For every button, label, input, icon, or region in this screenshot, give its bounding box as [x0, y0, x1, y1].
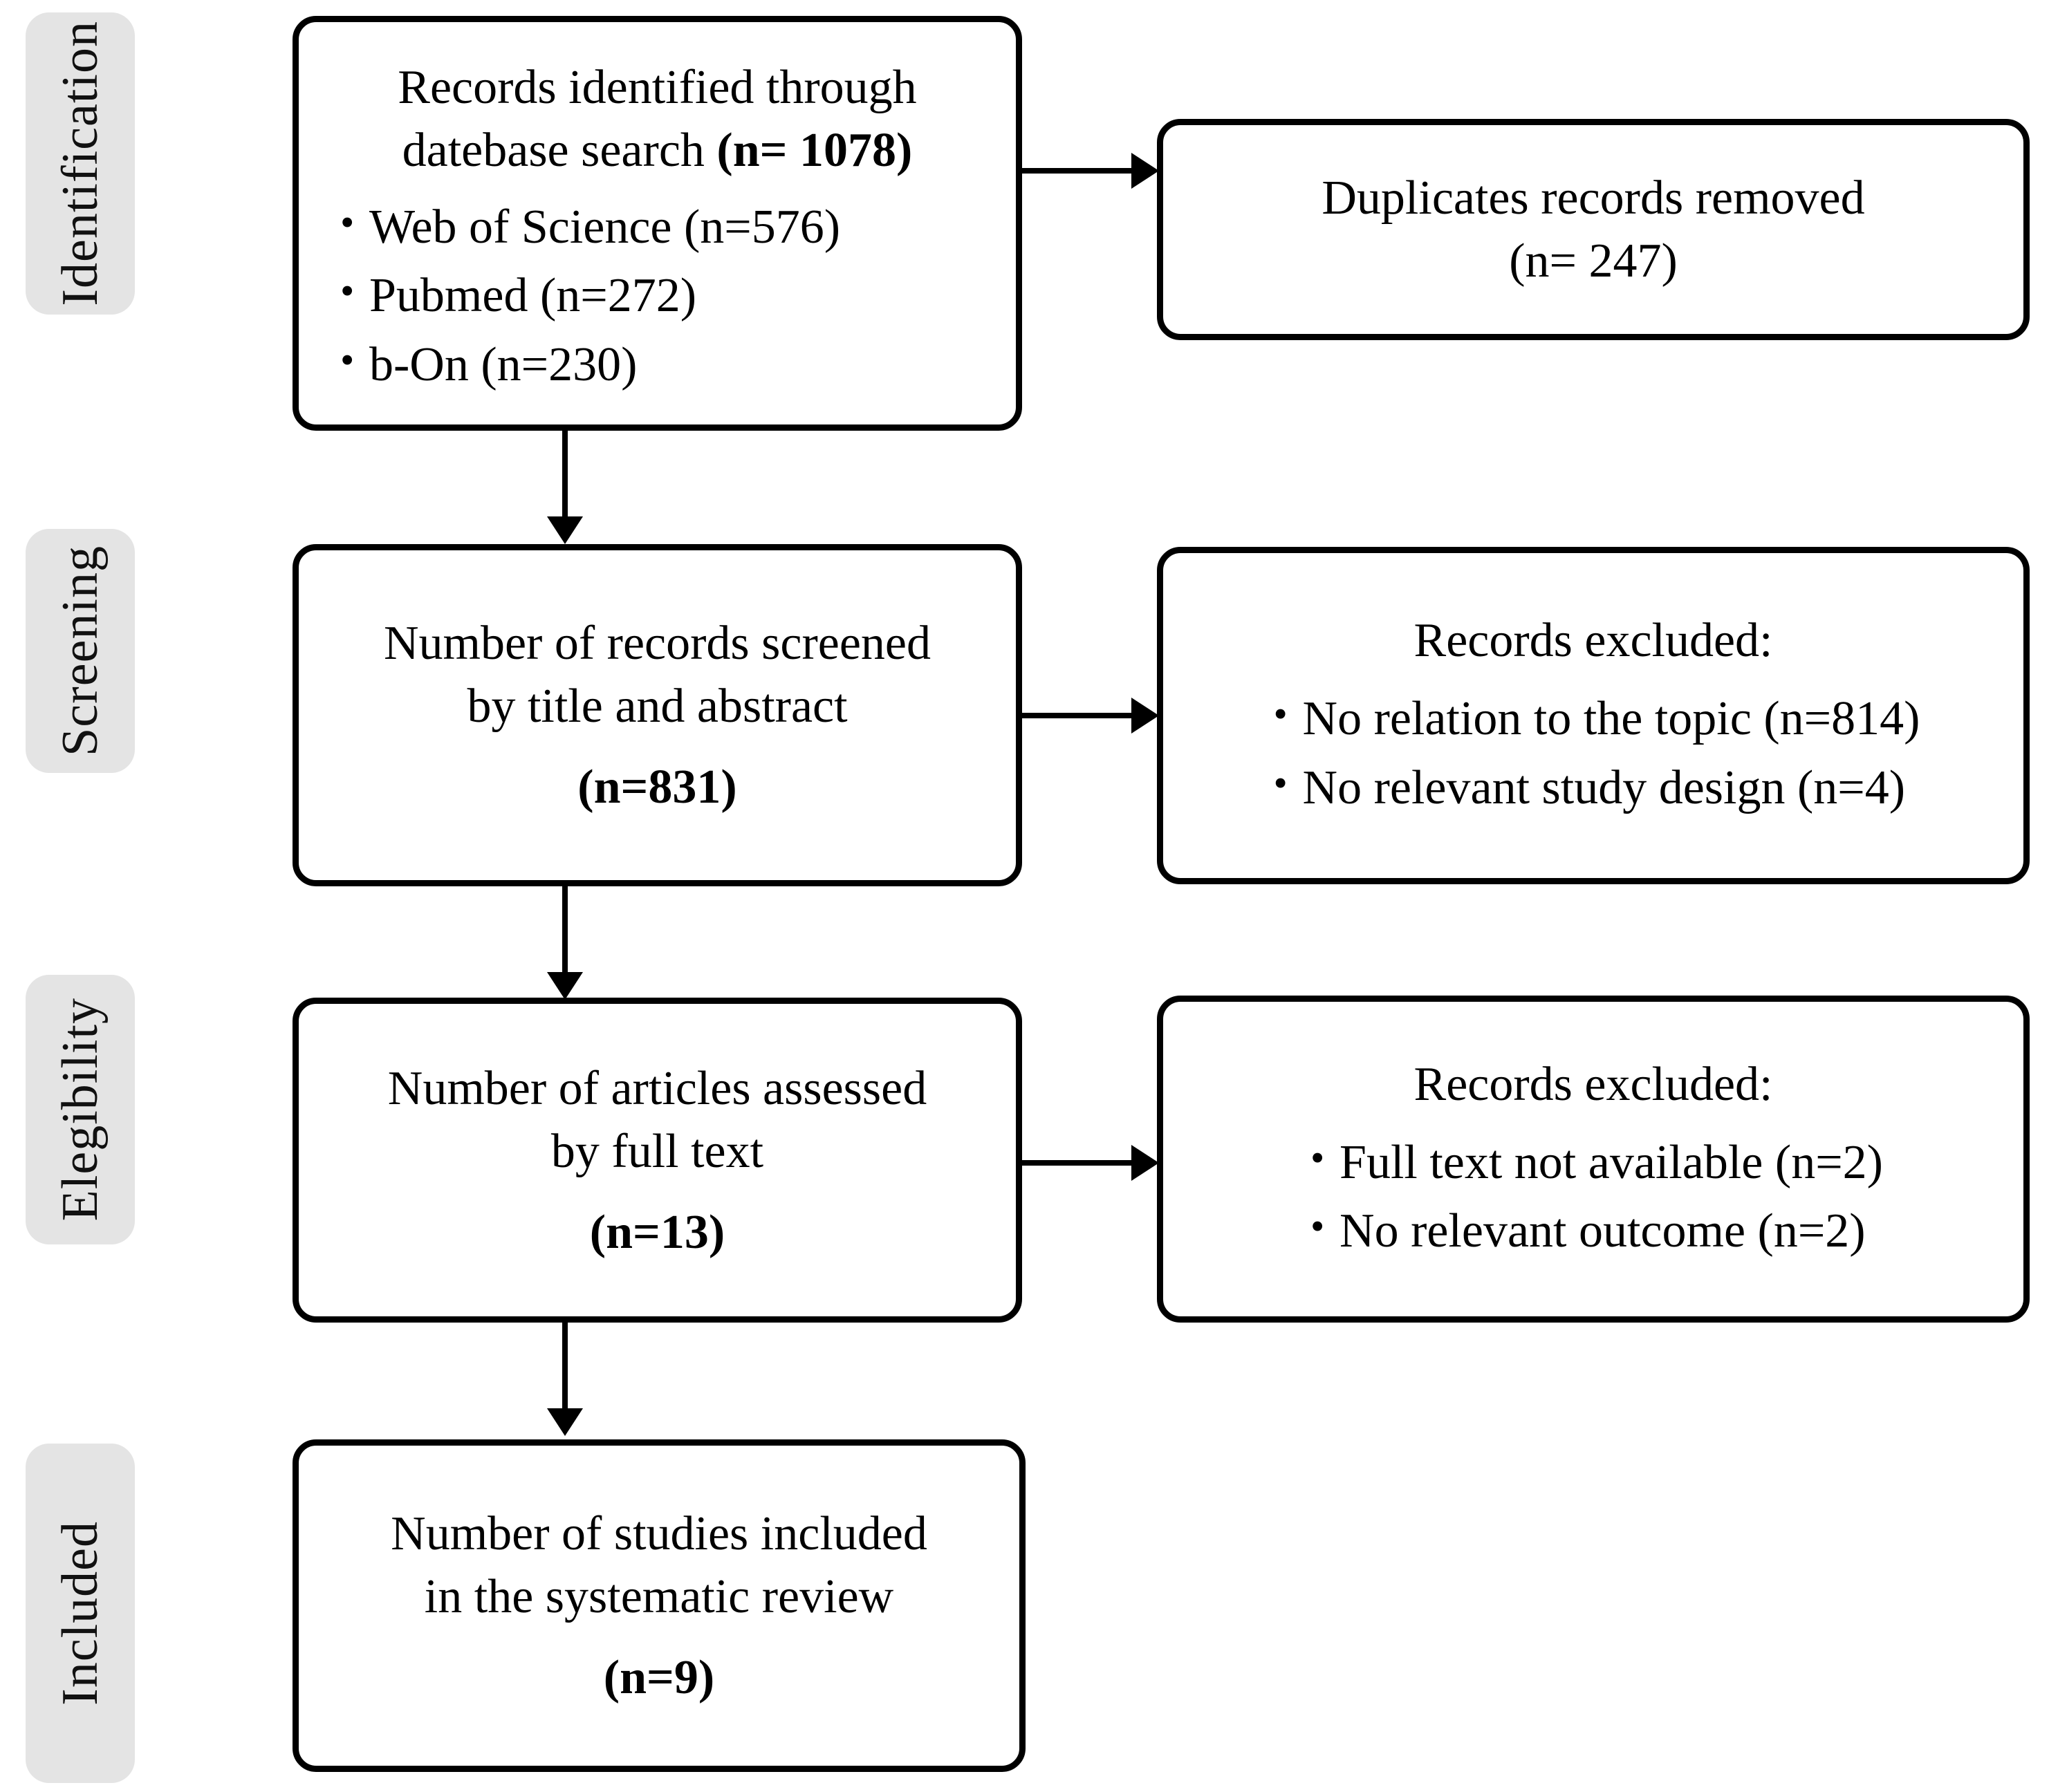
list-item: No relation to the topic (n=814): [1267, 683, 1920, 753]
arrowhead-identified-to-screened: [547, 516, 583, 544]
records-screened-count: (n=831): [577, 760, 737, 814]
records-identified-line2: datebase search (n= 1078): [402, 119, 913, 182]
box-records-identified: Records identified through datebase sear…: [293, 16, 1022, 431]
records-identified-line2-prefix: datebase search: [402, 123, 717, 177]
connector-fulltext-to-excluded: [1022, 1160, 1133, 1166]
duplicates-removed-line1: Duplicates records removed: [1322, 171, 1865, 225]
box-records-excluded-eligibility: Records excluded: Full text not availabl…: [1157, 996, 2030, 1323]
stage-pill-identification: Identification: [26, 12, 135, 315]
stage-pill-screening: Screening: [26, 529, 135, 773]
records-excluded-eligibility-title: Records excluded:: [1413, 1057, 1773, 1111]
box-articles-full-text: Number of articles assessed by full text…: [293, 998, 1022, 1323]
arrowhead-screened-to-fulltext: [547, 972, 583, 1000]
duplicates-removed-count: (n= 247): [1509, 234, 1678, 288]
list-item: No relevant study design (n=4): [1267, 752, 1920, 822]
articles-full-text-count: (n=13): [589, 1205, 725, 1259]
connector-screened-to-fulltext: [562, 886, 568, 975]
articles-full-text-line2: by full text: [550, 1124, 764, 1178]
arrowhead-screened-to-excluded: [1131, 698, 1159, 734]
list-item: b-On (n=230): [333, 329, 998, 399]
stage-pill-included: Included: [26, 1444, 135, 1783]
arrowhead-fulltext-to-included: [547, 1408, 583, 1436]
arrowhead-fulltext-to-excluded: [1131, 1145, 1159, 1181]
stage-pill-elegibility: Elegibility: [26, 975, 135, 1244]
box-records-screened: Number of records screened by title and …: [293, 544, 1022, 886]
studies-included-line2: in the systematic review: [424, 1570, 894, 1623]
records-screened-line1: Number of records screened: [383, 617, 931, 670]
stage-pill-elegibility-label: Elegibility: [52, 998, 109, 1222]
articles-full-text-line1: Number of articles assessed: [387, 1061, 927, 1115]
list-item: No relevant outcome (n=2): [1304, 1195, 1883, 1265]
box-studies-included: Number of studies included in the system…: [293, 1439, 1026, 1772]
records-identified-total-count: (n= 1078): [716, 123, 913, 177]
records-screened-line2: by title and abstract: [467, 680, 848, 733]
records-identified-source-list: Web of Science (n=576) Pubmed (n=272) b-…: [317, 192, 998, 399]
arrowhead-identified-to-duplicates: [1131, 153, 1159, 189]
list-item: Pubmed (n=272): [333, 260, 998, 330]
box-records-excluded-screening: Records excluded: No relation to the top…: [1157, 547, 2030, 884]
studies-included-line1: Number of studies included: [391, 1507, 927, 1560]
list-item: Web of Science (n=576): [333, 192, 998, 261]
stage-pill-included-label: Included: [52, 1521, 109, 1706]
records-excluded-screening-title: Records excluded:: [1413, 614, 1773, 668]
list-item: Full text not available (n=2): [1304, 1127, 1883, 1197]
connector-fulltext-to-included: [562, 1323, 568, 1411]
records-excluded-screening-list: No relation to the topic (n=814) No rele…: [1267, 683, 1920, 822]
records-identified-line1: Records identified through: [398, 60, 917, 114]
studies-included-count: (n=9): [603, 1651, 715, 1704]
connector-identified-to-screened: [562, 431, 568, 519]
connector-identified-to-duplicates: [1022, 168, 1133, 174]
records-excluded-eligibility-list: Full text not available (n=2) No relevan…: [1304, 1127, 1883, 1266]
box-duplicates-removed: Duplicates records removed (n= 247): [1157, 119, 2030, 340]
stage-pill-identification-label: Identification: [52, 21, 109, 306]
stage-pill-screening-label: Screening: [52, 545, 109, 756]
connector-screened-to-excluded: [1022, 713, 1133, 718]
